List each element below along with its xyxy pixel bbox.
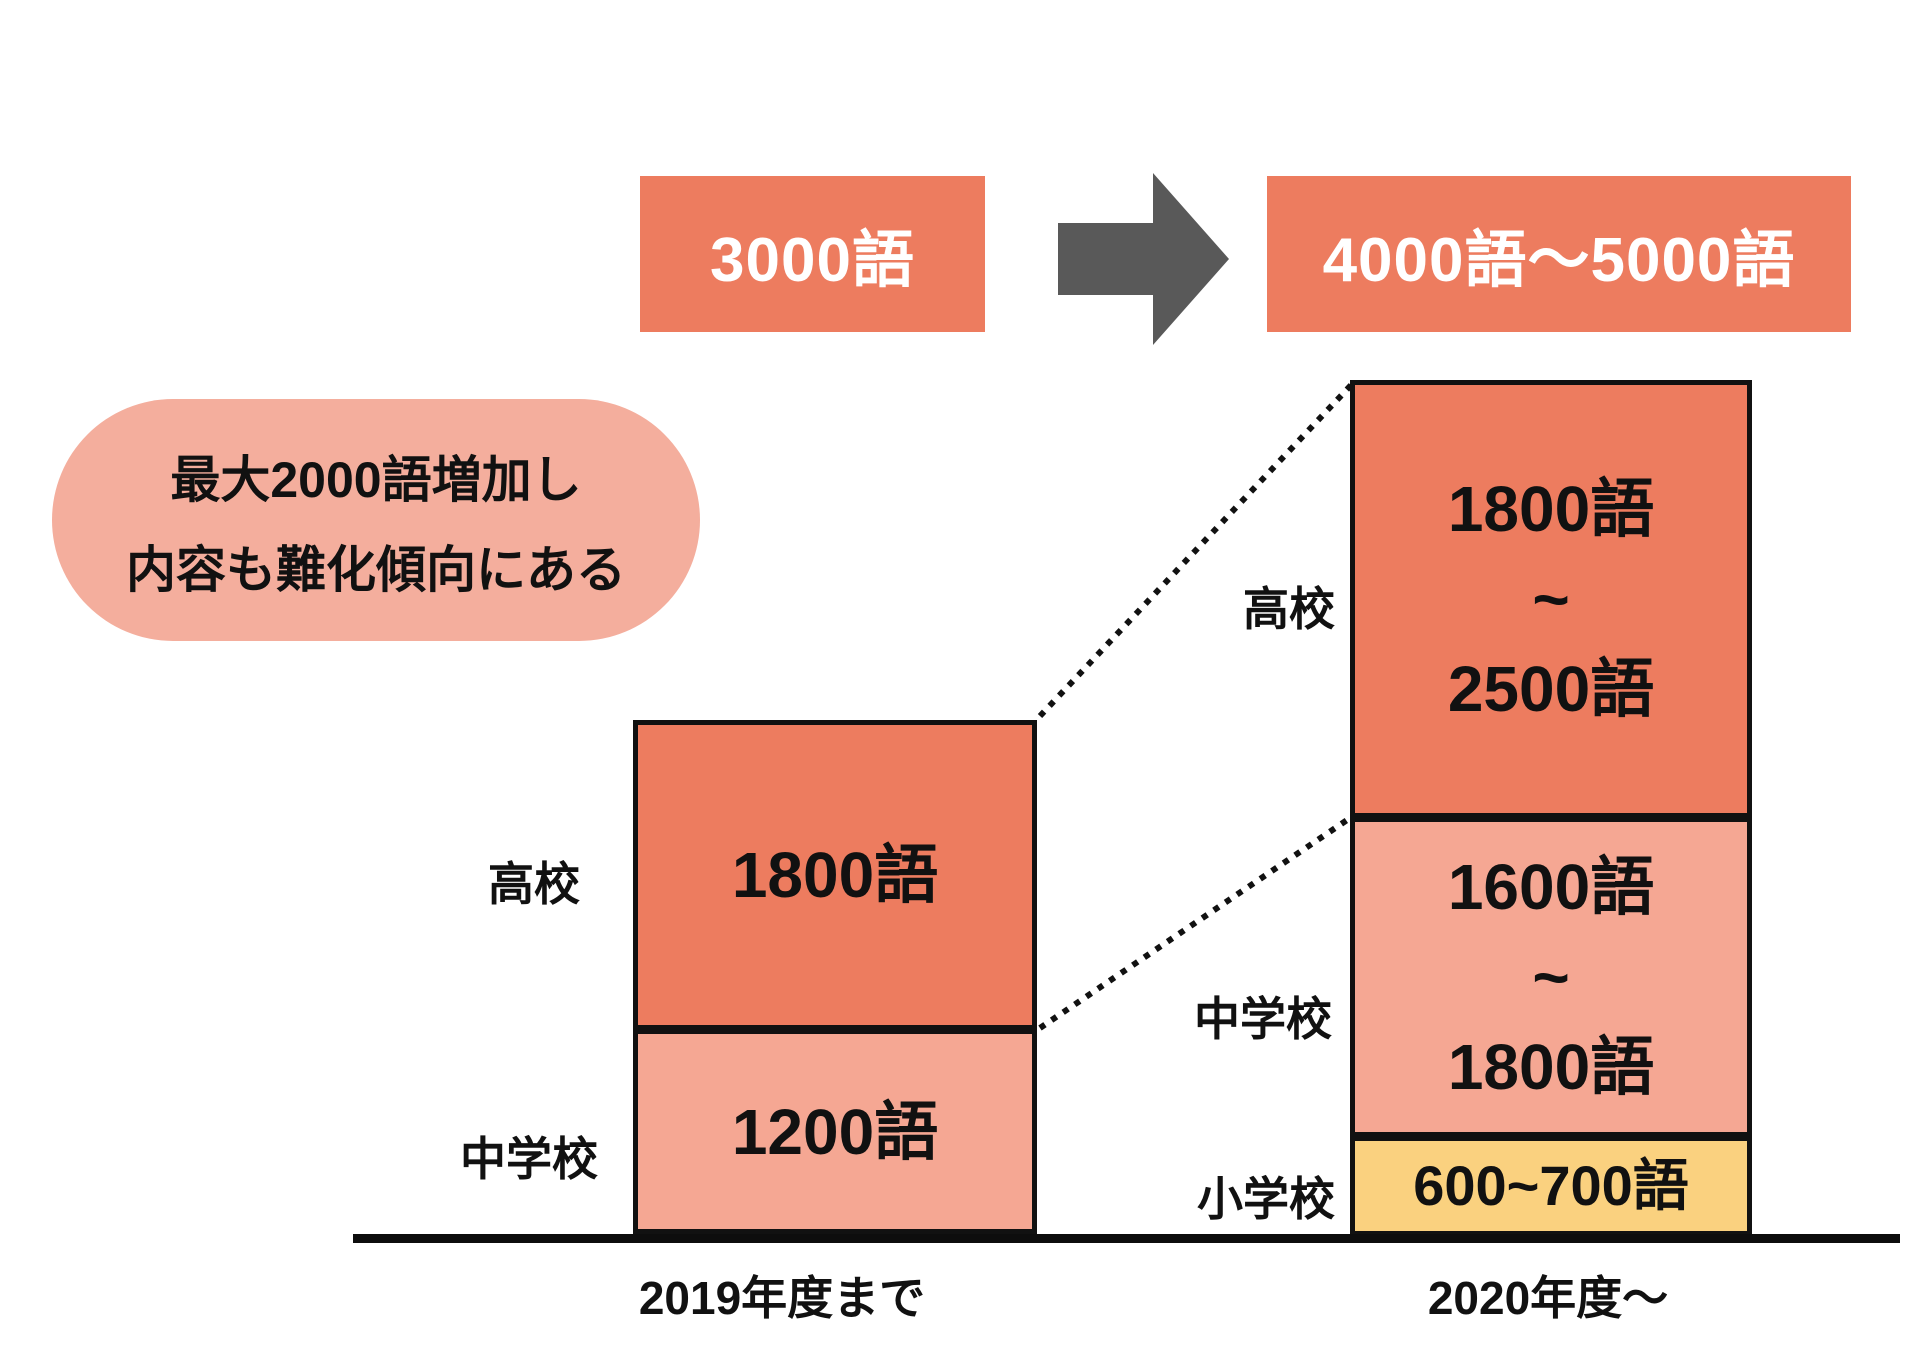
label-2020-juniorhigh: 中学校 xyxy=(1194,993,1332,1045)
bar-2020-juniorhigh-range-to: 1800語 xyxy=(1447,1031,1655,1103)
label-2020-elementary: 小学校 xyxy=(1197,1173,1335,1225)
callout-line-1: 最大2000語増加し xyxy=(170,452,582,508)
bar-2019: 1800語 1200語 xyxy=(633,720,1037,1234)
bar-2020-juniorhigh-range-tilde: ~ xyxy=(1532,941,1570,1013)
x-axis-line xyxy=(353,1234,1900,1243)
axis-label-2020: 2020年度〜 xyxy=(1427,1272,1669,1324)
bar-2020-highschool-range-to: 2500語 xyxy=(1447,653,1655,725)
label-2019-highschool: 高校 xyxy=(488,858,580,910)
after-total-box: 4000語〜5000語 xyxy=(1267,176,1851,332)
bar-2020-highschool-range-from: 1800語 xyxy=(1447,473,1655,545)
bar-2020-highschool-range-tilde: ~ xyxy=(1532,563,1570,635)
bar-2020-juniorhigh-range-from: 1600語 xyxy=(1447,851,1655,923)
label-2020-highschool: 高校 xyxy=(1243,583,1335,635)
bar-2020-juniorhigh-segment: 1600語 ~ 1800語 xyxy=(1355,813,1747,1132)
bar-2019-juniorhigh-value: 1200語 xyxy=(731,1095,939,1168)
bar-2019-juniorhigh-segment: 1200語 xyxy=(638,1025,1032,1229)
bar-2020: 1800語 ~ 2500語 1600語 ~ 1800語 600~700語 xyxy=(1350,380,1752,1234)
before-total-value: 3000語 xyxy=(710,226,915,295)
before-total-box: 3000語 xyxy=(640,176,985,332)
after-total-value: 4000語〜5000語 xyxy=(1322,226,1796,295)
callout-bubble: 最大2000語増加し 内容も難化傾向にある xyxy=(52,399,700,641)
bar-2019-highschool-value: 1800語 xyxy=(731,839,939,911)
axis-label-2019: 2019年度まで xyxy=(638,1272,926,1324)
bar-2020-elementary-value: 600~700語 xyxy=(1413,1154,1689,1217)
callout-line-2: 内容も難化傾向にある xyxy=(126,542,626,598)
label-2019-juniorhigh: 中学校 xyxy=(460,1133,598,1185)
bar-2020-highschool-segment: 1800語 ~ 2500語 xyxy=(1355,385,1747,813)
bar-2019-highschool-segment: 1800語 xyxy=(638,725,1032,1025)
dotted-connector-top xyxy=(1037,380,1356,719)
bar-2020-elementary-segment: 600~700語 xyxy=(1355,1132,1747,1231)
